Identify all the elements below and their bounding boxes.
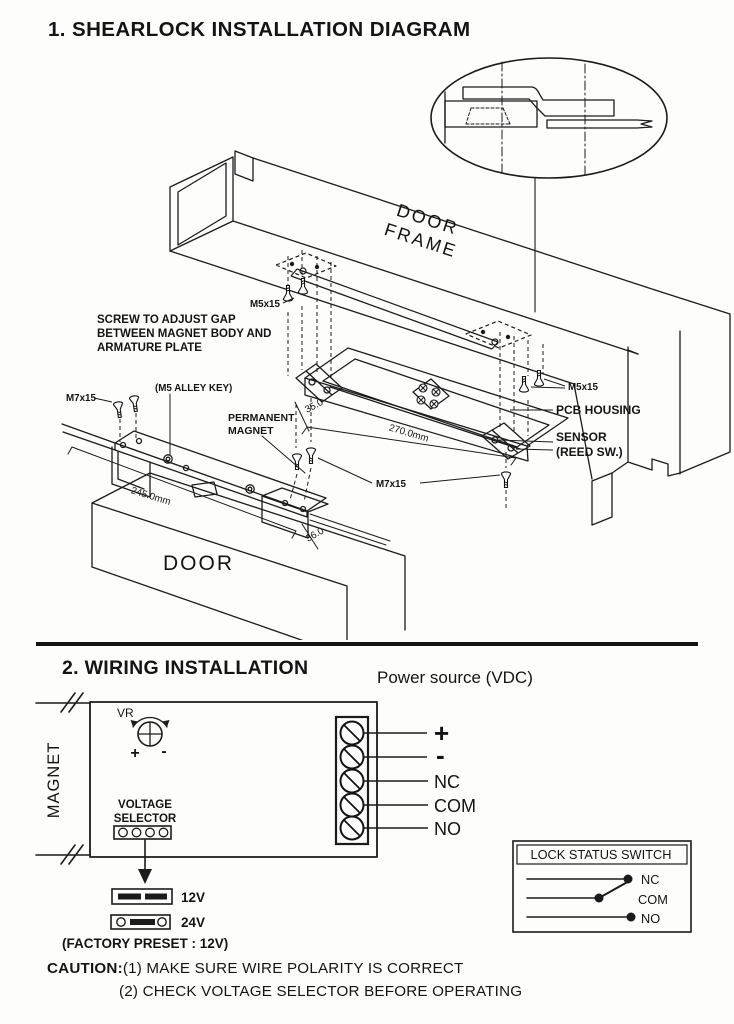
permanent-magnet-label-line1: PERMANENT [228,412,295,424]
screw-adjust-note-line1: SCREW TO ADJUST GAP [97,314,236,326]
dimension-245: 245.0mm [130,485,172,507]
voltage-selector-label-line1: VOLTAGE [118,799,172,811]
jumper-24v-label: 24V [181,915,205,930]
lock-status-switch [512,840,692,933]
pcb-screws [416,383,441,409]
screw-icon [297,277,309,295]
terminal-screw-icon [339,720,365,746]
m7x15-label-center: M7x15 [376,479,407,490]
screw-icon [518,375,530,393]
controller-box [35,692,378,865]
door-frame-drawing [169,150,731,526]
terminal-screw-icon [339,768,365,794]
cross-section-inset [430,57,668,313]
alley-key-label: (M5 ALLEY KEY) [155,383,232,394]
caution-line1-row: CAUTION:(1) MAKE SURE WIRE POLARITY IS C… [47,958,522,981]
installation-diagram: SCREW TO ADJUST GAP BETWEEN MAGNET BODY … [61,57,731,640]
sensor-label-line2: (REED SW.) [556,445,623,459]
terminal-label-plus: + [434,718,449,748]
switch-com-label: COM [638,892,668,907]
vr-potentiometer [130,716,170,747]
screw-adjust-note-line3: ARMATURE PLATE [97,342,202,354]
caution-note: CAUTION:(1) MAKE SURE WIRE POLARITY IS C… [47,958,522,1004]
terminal-label-minus: - [436,740,445,770]
magnet-body-drawing [294,347,569,466]
switch-nc-label: NC [641,872,659,887]
power-source-label: Power source (VDC) [377,668,533,687]
vr-minus-sign: - [161,743,166,760]
plate-holes [289,261,511,340]
terminal-label-nc: NC [434,772,460,792]
voltage-selector [113,825,172,884]
factory-preset-label: (FACTORY PRESET : 12V) [62,936,228,951]
screw-icon [128,394,141,413]
mounting-plates [119,250,544,508]
magnet-label: MAGNET [45,742,63,819]
section-divider [36,642,698,646]
door-drawing [91,472,406,640]
wiring-diagram: MAGNET VR + - VOLTAGE SELECTOR + - NC CO… [35,692,692,951]
section1-title: 1. SHEARLOCK INSTALLATION DIAGRAM [48,18,471,41]
caution-line1: (1) MAKE SURE WIRE POLARITY IS CORRECT [122,960,464,977]
lock-status-switch-title: LOCK STATUS SWITCH [530,847,671,862]
screw-icon [305,447,317,465]
m5x15-label-left: M5x15 [250,299,281,310]
pcb-housing-label: PCB HOUSING [556,403,641,417]
door-label: DOOR [163,552,234,575]
screw-icon [533,369,545,387]
switch-no-label: NO [641,911,660,926]
jumper-12v [111,888,173,905]
wire-break-marks [60,692,84,865]
voltage-selector-label-line2: SELECTOR [114,813,177,825]
terminal-screw-icon [339,815,365,841]
screw-icon [500,471,512,489]
terminal-label-com: COM [434,796,476,816]
screw-icon [112,400,125,419]
armature-plate-drawing [61,393,391,550]
arrow-down-icon [138,869,152,884]
caution-prefix: CAUTION: [47,960,123,977]
terminal-block [334,715,428,846]
vr-label: VR [117,706,134,720]
jumper-12v-label: 12V [181,890,205,905]
section2-title: 2. WIRING INSTALLATION [62,657,309,679]
m7x15-label-left: M7x15 [66,393,97,404]
jumper-24v [110,914,171,930]
terminal-screw-icon [339,792,365,818]
label-leaders [93,297,566,484]
sensor-label-line1: SENSOR [556,430,607,444]
cross-screw-icon [431,387,441,397]
vr-plus-sign: + [130,745,139,762]
terminal-screw-icon [339,744,365,770]
caution-line2: (2) CHECK VOLTAGE SELECTOR BEFORE OPERAT… [119,982,523,1000]
cross-screw-icon [418,383,428,393]
screw-icon [291,453,303,471]
terminal-label-no: NO [434,819,461,839]
permanent-magnet-label-line2: MAGNET [228,425,274,437]
screw-adjust-note-line2: BETWEEN MAGNET BODY AND [97,328,271,340]
cross-screw-icon [429,399,439,409]
cross-screw-icon [416,395,426,405]
m5x15-label-right: M5x15 [568,382,599,393]
